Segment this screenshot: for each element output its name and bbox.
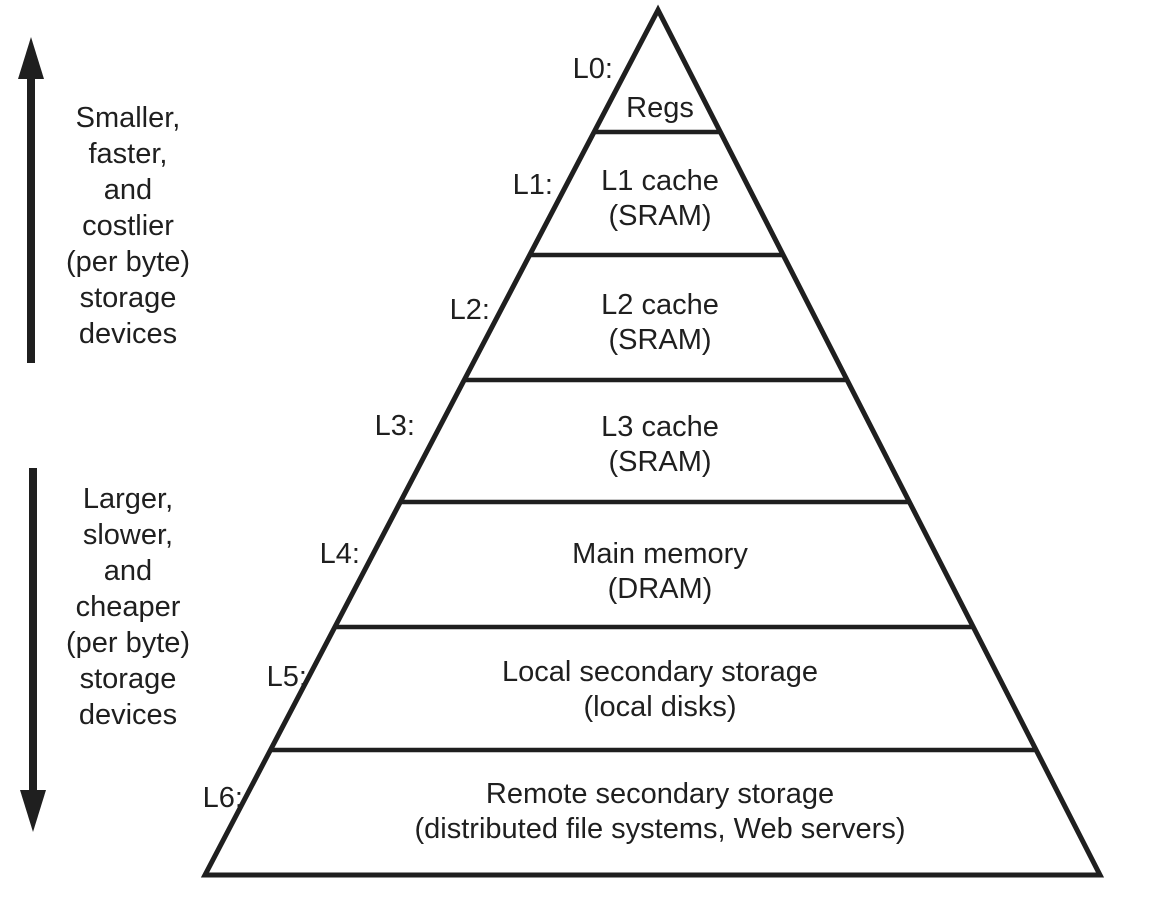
level-label-l4: L4: — [319, 538, 360, 570]
level-name: Regs — [626, 92, 694, 124]
up-arrow-icon — [18, 37, 44, 363]
level-l6-remote-storage: Remote secondary storage (distributed fi… — [260, 777, 1060, 847]
level-name: L1 cache — [601, 165, 719, 197]
down-arrow-icon — [20, 468, 46, 832]
level-detail: (DRAM) — [607, 573, 713, 605]
level-name: Remote secondary storage — [485, 778, 835, 810]
level-label-l3: L3: — [374, 410, 415, 442]
level-label-l1: L1: — [512, 169, 553, 201]
level-name: Local secondary storage — [502, 656, 818, 688]
level-label-l6: L6: — [202, 782, 243, 814]
pyramid-outline — [200, 4, 1105, 878]
level-label-l5: L5: — [266, 661, 307, 693]
level-l4-main-memory: Main memory (DRAM) — [260, 537, 1060, 607]
level-l1-cache: L1 cache (SRAM) — [260, 164, 1060, 234]
level-name: L2 cache — [601, 289, 719, 321]
annotation-smaller-faster: Smaller, faster, and costlier (per byte)… — [65, 102, 191, 350]
level-detail: (SRAM) — [608, 200, 712, 232]
level-l3-cache: L3 cache (SRAM) — [260, 410, 1060, 480]
level-l2-cache: L2 cache (SRAM) — [260, 288, 1060, 358]
level-detail: (distributed file systems, Web servers) — [414, 813, 906, 845]
level-l5-local-storage: Local secondary storage (local disks) — [260, 655, 1060, 725]
level-detail: (SRAM) — [608, 446, 712, 478]
level-label-l2: L2: — [449, 294, 490, 326]
annotation-larger-slower: Larger, slower, and cheaper (per byte) s… — [65, 483, 191, 731]
level-detail: (SRAM) — [608, 324, 712, 356]
level-l0-regs: Regs — [260, 91, 1060, 126]
level-label-l0: L0: — [572, 53, 613, 85]
level-name: L3 cache — [601, 411, 719, 443]
level-detail: (local disks) — [583, 691, 737, 723]
level-name: Main memory — [572, 538, 748, 570]
